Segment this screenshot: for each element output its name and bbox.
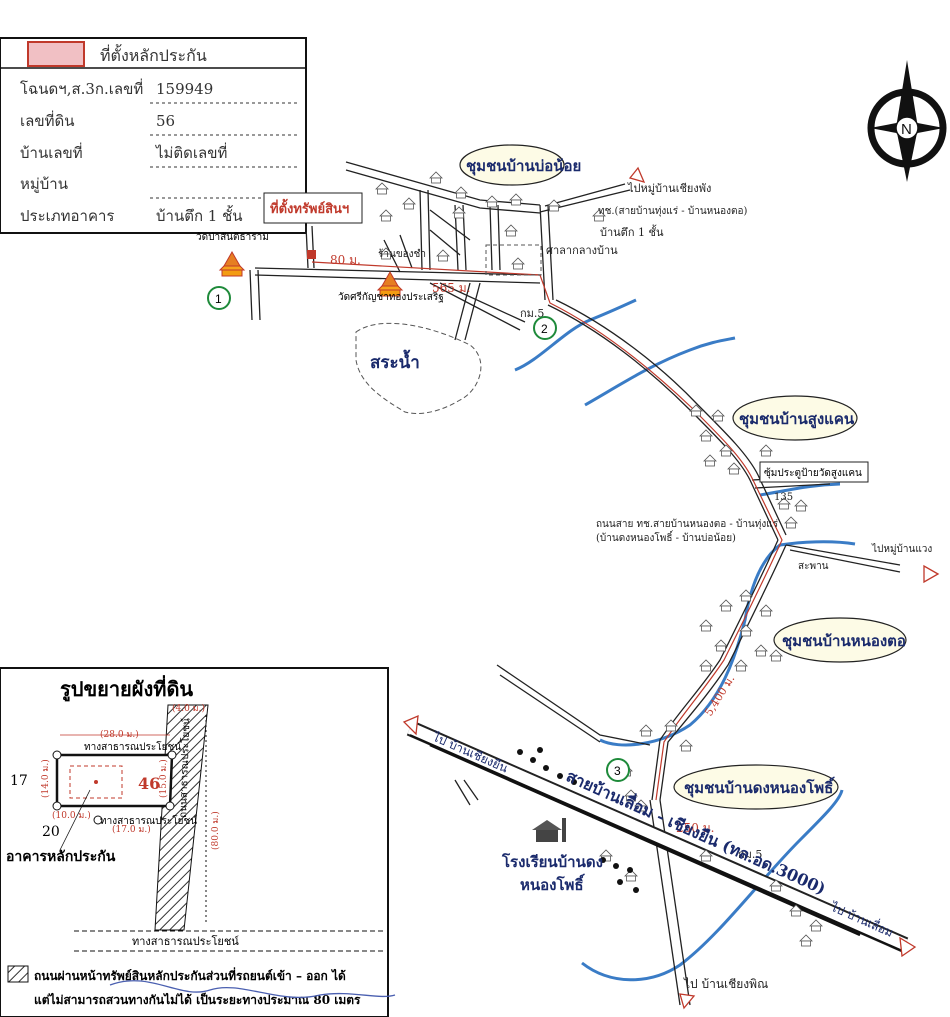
river-lower <box>581 789 844 982</box>
river-long <box>599 540 856 747</box>
pond-label: สระน้ำ <box>370 349 420 373</box>
dim-28: (28.0 ม.) <box>100 729 139 740</box>
community-sung-khaen-label: ชุมชนบ้านสูงแคน <box>739 410 855 429</box>
community-sung-khaen: ชุมชนบ้านสูงแคน <box>732 395 858 441</box>
plan-title: รูปขยายผังที่ดิน <box>60 674 193 703</box>
community-nong-to-label: ชุมชนบ้านหนองตอ <box>782 632 906 651</box>
community-bo-noi-label: ชุมชนบ้านบ่อน้อย <box>466 157 581 176</box>
dim-4: (4.0 ม.) <box>172 703 205 714</box>
plan-inset: รูปขยายผังที่ดิน (4.0 ม.) ถนนสาธารณประโย… <box>0 667 389 1017</box>
community-nong-to: ชุมชนบ้านหนองตอ <box>773 617 907 663</box>
river-gate <box>759 482 841 497</box>
school-label-2: หนองโพธิ์ <box>520 873 585 894</box>
pond: สระน้ำ <box>355 322 482 414</box>
road-sub-label: ทช.(สายบ้านทุ่งแร่ - บ้านหนองตอ) <box>598 205 747 217</box>
temple-label-pa-san: วัดป่าสันติธาราม <box>196 232 269 243</box>
note-line-1: ถนนผ่านหน้าทรัพย์สินหลักประกันส่วนที่รถย… <box>34 967 346 983</box>
gate: ซุ้มประตูป้ายวัดสูงแคน <box>759 461 869 483</box>
marker-1: 1 <box>207 286 231 310</box>
building-type-label: ประเภทอาคาร <box>20 207 114 225</box>
km5-b-label: กม.5 <box>738 848 762 861</box>
asset-marker <box>307 250 316 259</box>
building-label: อาคารหลักประกัน <box>6 849 116 865</box>
deed-value: 159949 <box>156 80 213 98</box>
note-hatch-swatch <box>7 965 29 983</box>
road-end-arrows <box>402 166 940 1010</box>
signature <box>109 980 396 999</box>
community-dong-nong-pho-label: ชุมชนบ้านดงหนองโพธิ์ <box>684 776 835 798</box>
road-mid-label: ทางสาธารณประโยชน์ <box>100 814 197 827</box>
dist-250: 250 ม. <box>676 821 714 835</box>
asset-location-label: ที่ตั้งทรัพย์สินฯ <box>270 198 349 217</box>
school-icon <box>532 818 566 842</box>
community-bo-noi: ชุมชนบ้านบ่อน้อย <box>459 144 581 186</box>
river-middle <box>584 336 736 407</box>
village-label: หมู่บ้าน <box>20 175 68 193</box>
highway <box>406 720 909 953</box>
village-hall-label: ศาลากลางบ้าน <box>546 244 618 257</box>
note-line-2: แต่ไม่สามารถสวนทางกันไม่ได้ เป็นระยะทางป… <box>34 992 361 1007</box>
road-bottom-label: ทางสาธารณประโยชน์ <box>132 934 239 948</box>
marker-1-label: 1 <box>215 292 222 306</box>
km5-a-label: กม.5 <box>520 307 544 320</box>
building-type-value: บ้านตึก 1 ชั้น <box>156 205 243 225</box>
marker-2: 2 <box>533 316 557 340</box>
rivers <box>514 298 856 982</box>
legend-label: ที่ตั้งหลักประกัน <box>100 44 207 65</box>
north-label: N <box>901 121 912 138</box>
north-arrow-icon: N <box>867 60 947 182</box>
road-top-label: ทางสาธารณประโยชน์ <box>84 740 181 753</box>
parcel-no: 46 <box>138 774 160 793</box>
dim-14: (14.0 ม.) <box>40 759 51 798</box>
house-1-story-label: บ้านตึก 1 ชั้น <box>600 224 664 239</box>
temple-label-sri-kan: วัดศรีกัญชาทองประเสริฐ <box>338 291 444 303</box>
road-vert-label: ถนนสาธารณประโยชน์ <box>176 718 192 818</box>
dist-565: 565 ม. <box>432 281 470 295</box>
village-hall-block <box>485 244 542 276</box>
corner-20: 20 <box>42 824 60 840</box>
corner-17: 17 <box>10 773 28 789</box>
temple-icon-pa-san <box>219 251 245 277</box>
highway-village-dots <box>517 747 639 893</box>
land-no-value: 56 <box>156 112 175 130</box>
dim-17: (17.0 ม.) <box>112 824 151 835</box>
access-route <box>311 261 783 801</box>
community-dong-nong-pho: ชุมชนบ้านดงหนองโพธิ์ <box>673 764 839 810</box>
dim-10: (10.0 ม.) <box>52 810 91 821</box>
to-chiang-yuen-label: ไป บ้านเชียงยืน <box>430 730 510 776</box>
river-upper <box>514 298 637 372</box>
asset-location: ที่ตั้งทรัพย์สินฯ <box>263 192 363 259</box>
bridge-label: สะพาน <box>798 561 829 572</box>
marker-3: 3 <box>606 758 630 782</box>
marker-2-label: 2 <box>541 322 548 336</box>
road-desc-1: ถนนสาย ทช.สายบ้านหนองตอ - บ้านทุ่งแร่ <box>596 518 779 530</box>
dist-5400: 5,400 ม. <box>702 673 737 719</box>
info-box: ที่ตั้งหลักประกัน โฉนดฯ,ส.3ก.เลขที่ 1599… <box>0 37 307 234</box>
gate-label: ซุ้มประตูป้ายวัดสูงแคน <box>764 467 862 479</box>
dim-80: (80.0 ม.) <box>210 811 221 850</box>
to-chiang-phin-label: ไป บ้านเชียงพิณ <box>683 977 768 991</box>
land-no-label: เลขที่ดิน <box>20 110 74 130</box>
to-chiang-phang-label: ไปหมู่บ้านเชียงพัง <box>627 182 711 195</box>
dim-15: (15.0 ม.) <box>158 759 169 798</box>
marker-3-label: 3 <box>614 764 621 778</box>
school-label-1: โรงเรียนบ้านดง <box>501 852 603 871</box>
deed-label: โฉนดฯ,ส.3ก.เลขที่ <box>20 78 143 98</box>
road-desc-2: (บ้านดงหนองโพธิ์ - บ้านบ่อน้อย) <box>596 530 736 544</box>
shop-label: ร้านของชำ <box>378 248 426 260</box>
num-135: 135 <box>774 492 793 503</box>
house-no-label: บ้านเลขที่ <box>20 142 83 162</box>
dist-80: 80 ม. <box>330 253 361 267</box>
house-no-value: ไม่ติดเลขที่ <box>155 142 227 162</box>
legend-swatch <box>27 41 85 67</box>
to-ban-waeng-label: ไปหมู่บ้านแวง <box>871 543 932 555</box>
